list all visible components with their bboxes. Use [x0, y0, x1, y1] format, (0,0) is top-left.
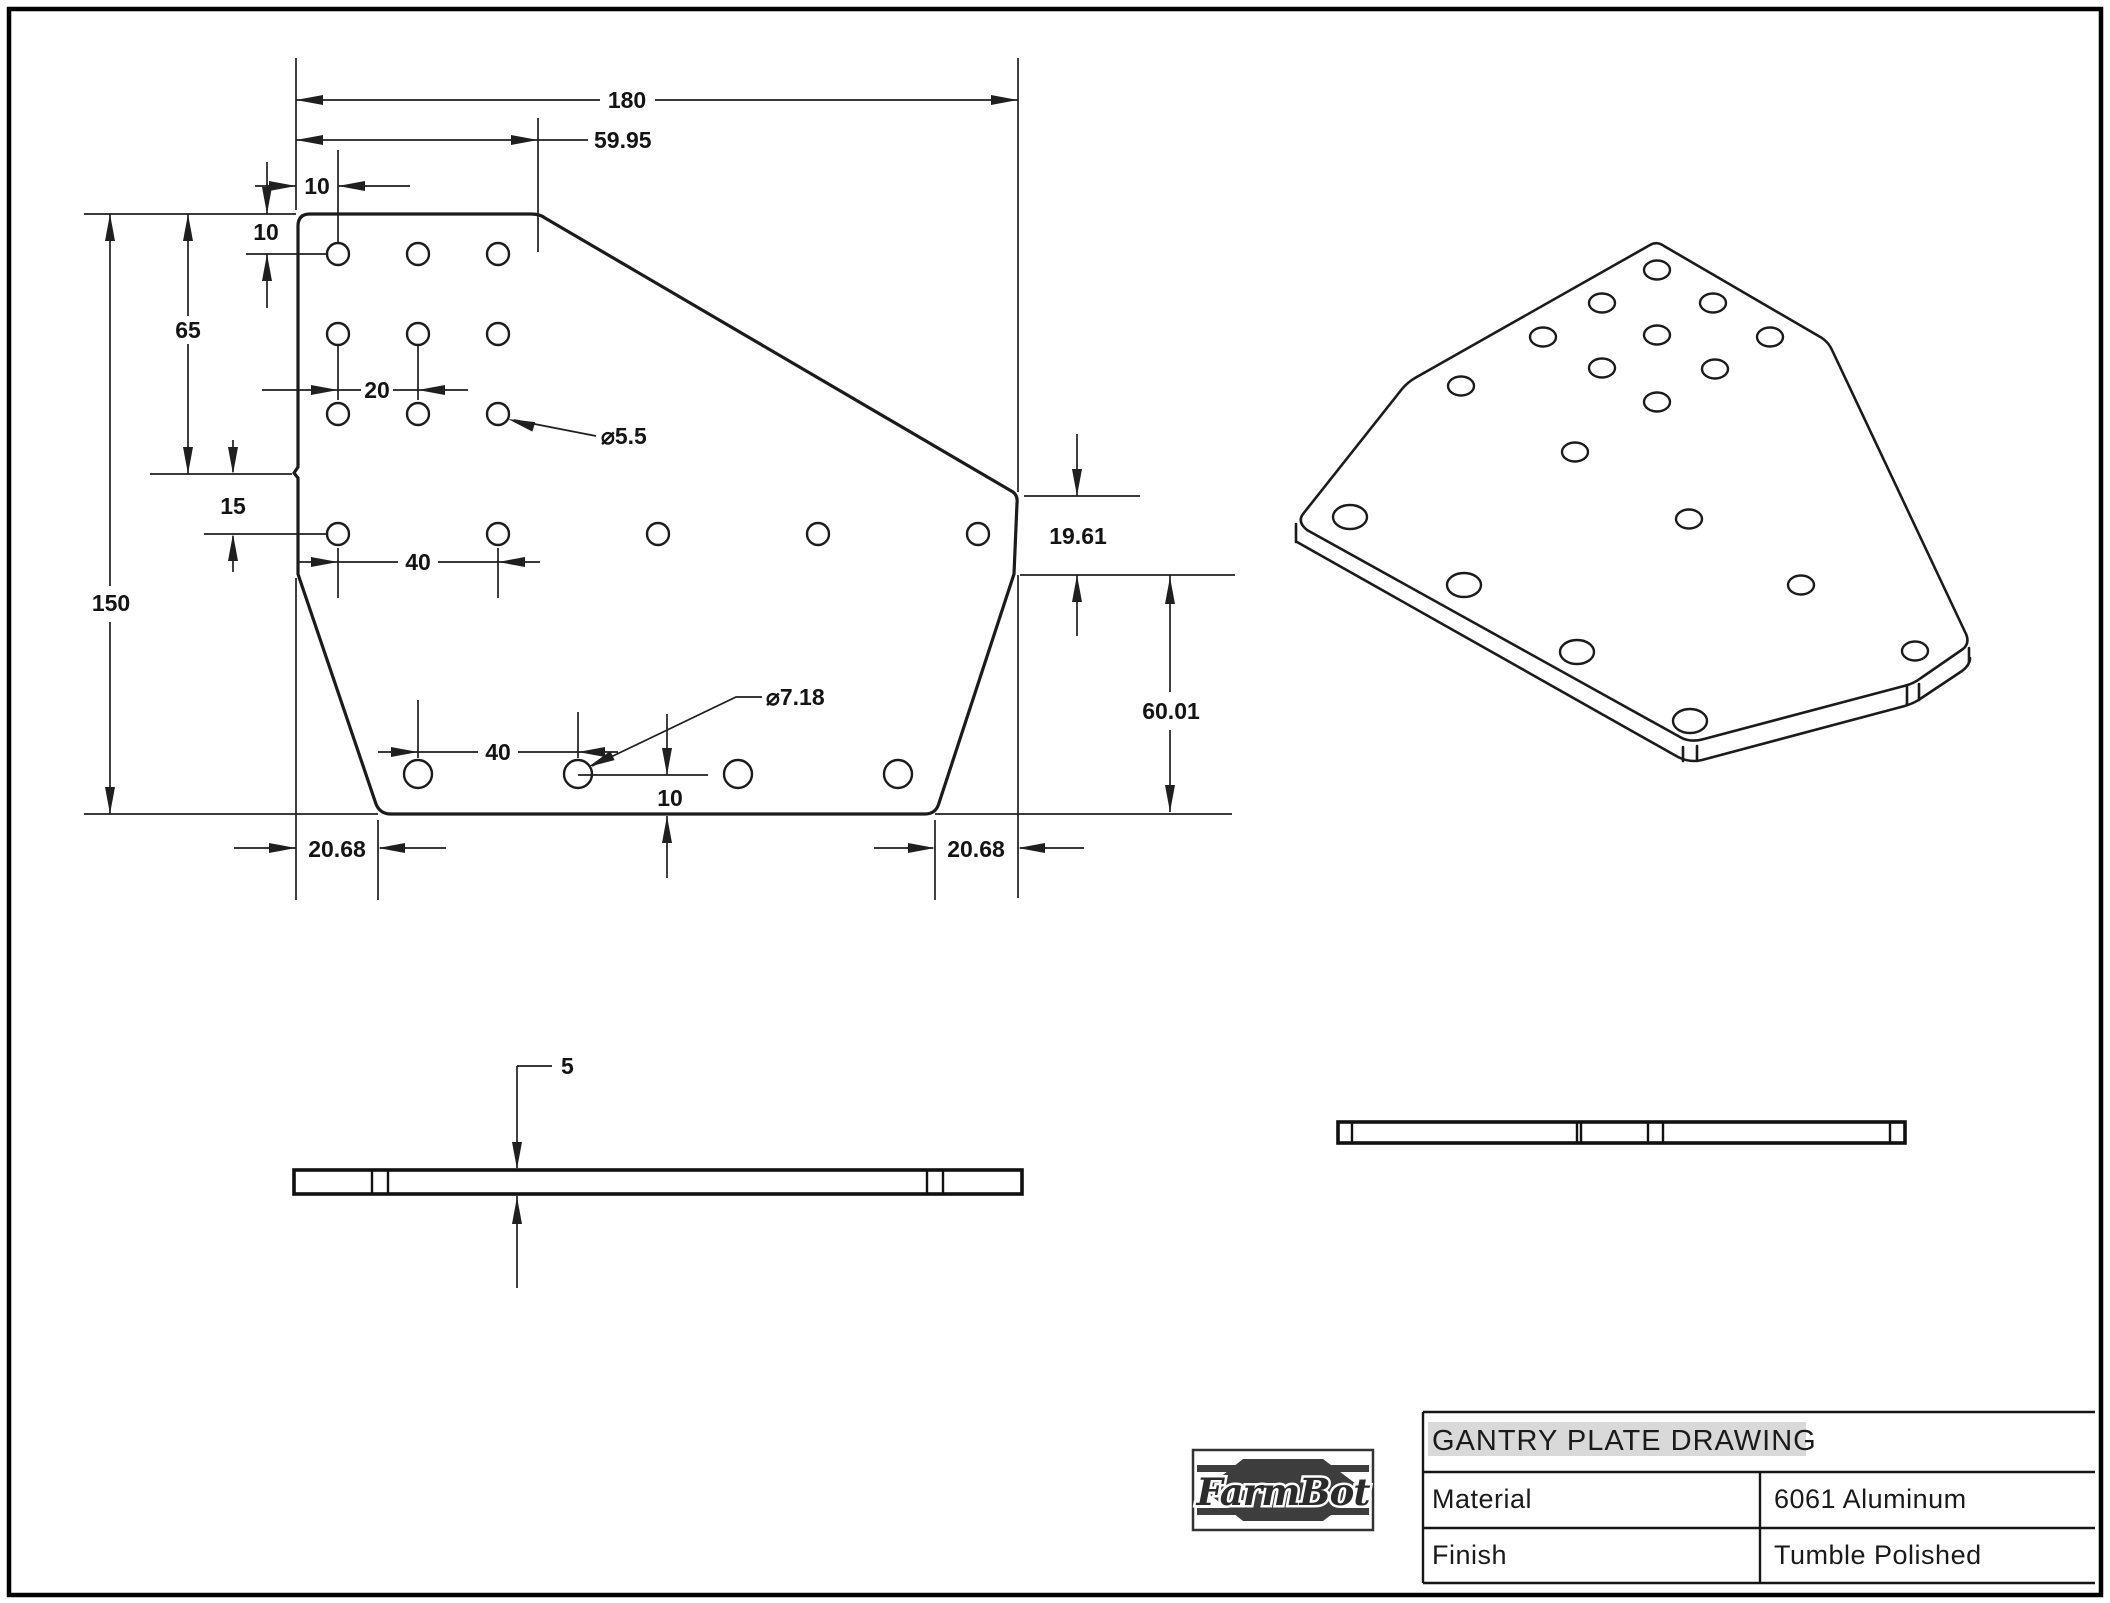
arrowhead-icon — [1165, 785, 1175, 812]
iso-plate-thickness — [1294, 522, 1972, 763]
material-value: 6061 Aluminum — [1774, 1484, 1967, 1514]
dim-left-step: 15 — [220, 493, 246, 519]
dim-upper-width: 59.95 — [594, 127, 652, 153]
dim-large-hole-dia: ⌀7.18 — [766, 684, 825, 710]
arrowhead-icon — [183, 447, 193, 474]
finish-label: Finish — [1432, 1540, 1507, 1570]
arrowhead-icon — [1072, 575, 1082, 602]
arrowhead-icon — [228, 447, 238, 474]
arrowhead-icon — [105, 214, 115, 241]
dim-hole-inset-y: 10 — [253, 219, 279, 245]
sheet-border — [6, 6, 2104, 1598]
arrowhead-icon — [578, 747, 605, 757]
arrowhead-icon — [511, 135, 538, 145]
dim-bottom-right-offset: 20.68 — [947, 836, 1005, 862]
side-view-front: 5 — [292, 1053, 1024, 1288]
dim-total-width: 180 — [608, 87, 646, 113]
dim-right-notch: 19.61 — [1049, 523, 1107, 549]
arrowhead-icon — [991, 95, 1018, 105]
arrowhead-icon — [512, 1197, 522, 1224]
dim-total-height: 150 — [92, 590, 130, 616]
arrowhead-icon — [391, 747, 418, 757]
dim-hole-inset-x: 10 — [304, 173, 330, 199]
arrowhead-icon — [183, 214, 193, 241]
front-holes-small — [325, 241, 991, 547]
dim-cluster-height: 65 — [175, 317, 201, 343]
arrowhead-icon — [418, 385, 445, 395]
arrowhead-icon — [662, 748, 672, 775]
isometric-view — [1294, 241, 1972, 763]
arrowhead-icon — [269, 181, 296, 191]
dimension-arrowheads — [105, 95, 1175, 1224]
arrowhead-icon — [588, 751, 615, 767]
dim-cluster-pitch: 20 — [364, 377, 390, 403]
dim-bottom-inset: 10 — [657, 785, 683, 811]
arrowhead-icon — [296, 95, 323, 105]
arrowhead-icon — [662, 816, 672, 843]
arrowhead-icon — [1165, 577, 1175, 604]
arrowhead-icon — [498, 557, 525, 567]
side-view-right — [1336, 1120, 1907, 1145]
iso-holes-large — [1331, 503, 1709, 735]
arrowhead-icon — [512, 1142, 522, 1169]
front-dimension-lines — [84, 58, 1235, 900]
iso-holes-small — [1446, 259, 1930, 662]
arrowhead-icon — [338, 181, 365, 191]
arrowhead-icon — [269, 843, 296, 853]
arrowhead-icon — [1072, 469, 1082, 496]
arrowhead-icon — [908, 843, 935, 853]
front-view: 180 59.95 10 10 65 20 15 150 ⌀5.5 40 19.… — [84, 58, 1235, 900]
arrowhead-icon — [296, 135, 323, 145]
arrowhead-icon — [262, 254, 272, 281]
iso-plate-outline — [1299, 241, 1969, 742]
dim-bottom-left-offset: 20.68 — [308, 836, 366, 862]
arrowhead-icon — [378, 843, 405, 853]
dim-right-height: 60.01 — [1142, 698, 1200, 724]
material-label: Material — [1432, 1484, 1532, 1514]
farmbot-logo: FarmBot — [1191, 1448, 1375, 1532]
front-holes-large — [402, 758, 914, 790]
dim-row4-pitch: 40 — [405, 549, 431, 575]
front-plate-outline — [292, 212, 1019, 816]
arrowhead-icon — [105, 787, 115, 814]
farmbot-logo-text: FarmBot — [1196, 1470, 1371, 1514]
arrowhead-icon — [311, 385, 338, 395]
arrowhead-icon — [508, 419, 536, 432]
dim-small-hole-dia: ⌀5.5 — [601, 423, 647, 449]
dim-thickness: 5 — [561, 1053, 574, 1079]
dim-row5-pitch: 40 — [485, 739, 511, 765]
farmbot-logo-hexagon — [1204, 1459, 1364, 1521]
finish-value: Tumble Polished — [1774, 1540, 1982, 1570]
drawing-title: GANTRY PLATE DRAWING — [1432, 1425, 1817, 1457]
title-highlight — [1428, 1422, 1806, 1456]
title-block: GANTRY PLATE DRAWING Material 6061 Alumi… — [1191, 1410, 2095, 1585]
arrowhead-icon — [262, 187, 272, 214]
arrowhead-icon — [1018, 843, 1045, 853]
arrowhead-icon — [228, 534, 238, 561]
arrowhead-icon — [311, 557, 338, 567]
